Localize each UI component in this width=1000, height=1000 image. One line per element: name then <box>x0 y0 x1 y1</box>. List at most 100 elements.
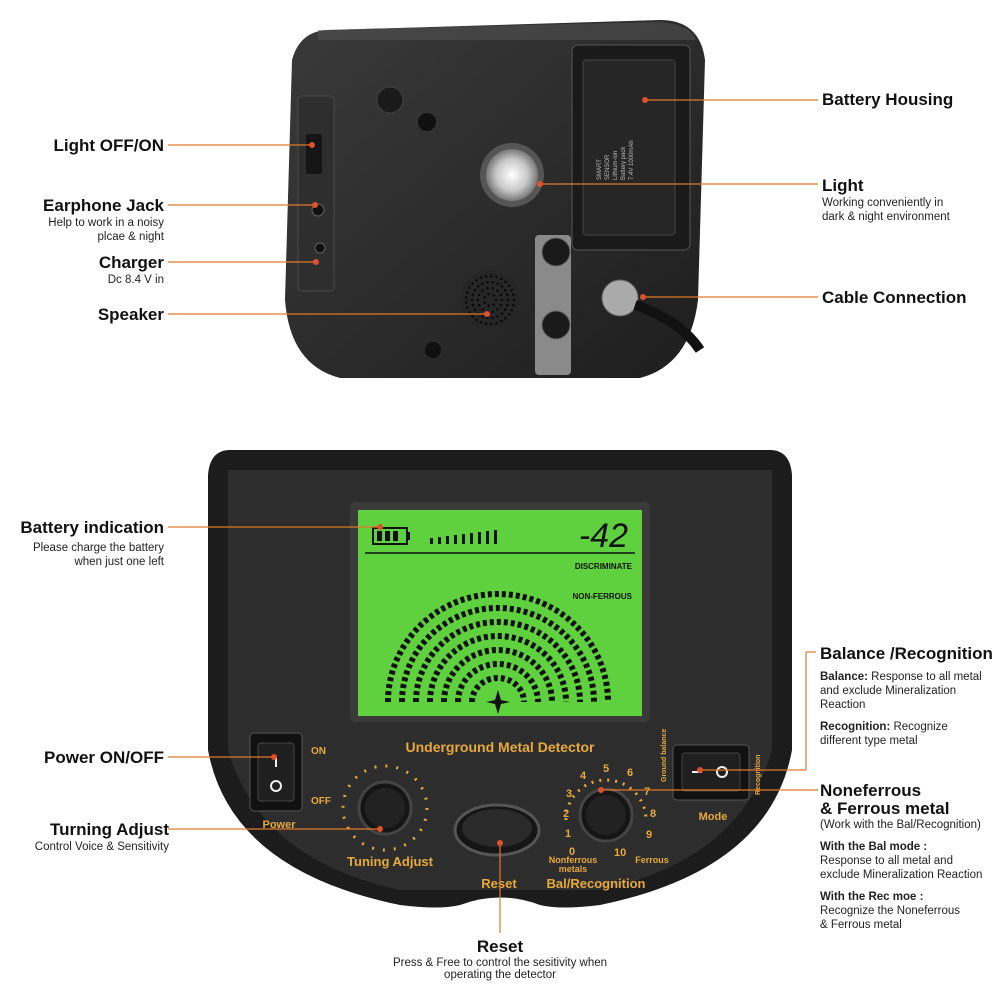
dial-number: 7 <box>644 786 650 798</box>
reset-desc-2: operating the detector <box>444 969 556 981</box>
speaker-hole <box>476 285 480 288</box>
speaker-hole <box>465 291 469 294</box>
power-on-label: ON <box>311 746 326 757</box>
battery-level-icon <box>372 527 410 545</box>
speaker-hole <box>479 276 483 280</box>
speaker-hole <box>484 275 488 278</box>
speaker-hole <box>468 311 471 314</box>
speaker-hole <box>484 322 488 325</box>
speaker-hole <box>471 315 474 318</box>
tuning-knob[interactable] <box>341 764 429 852</box>
battery-pack-line: SMART <box>597 159 603 180</box>
label-reset: Reset Press & Free to control the sesiti… <box>300 937 700 981</box>
speaker-hole <box>481 308 484 311</box>
earphone-jack-title: Earphone Jack <box>43 196 164 215</box>
label-balance-recognition: Balance /Recognition Balance: Response t… <box>820 644 998 748</box>
battery-indication-desc-2: when just one left <box>74 556 164 568</box>
speaker-hole <box>499 319 503 323</box>
turning-adjust-title: Turning Adjust <box>50 820 169 839</box>
recognition-text-2: different type metal <box>820 735 918 747</box>
earphone-jack-desc-1: Help to work in a noisy <box>48 217 164 229</box>
speaker-hole <box>468 286 471 289</box>
speaker-hole <box>473 288 477 292</box>
speaker-hole <box>500 298 504 302</box>
dial-numbers: 0 1 2 3 4 5 6 7 8 9 10 <box>563 763 656 859</box>
lcd-value: -42 <box>579 517 628 555</box>
speaker-hole <box>471 293 475 297</box>
speaker-hole <box>494 298 498 302</box>
speaker-hole <box>504 316 507 320</box>
cable-connector[interactable] <box>601 279 639 317</box>
speaker-hole <box>471 303 475 307</box>
speaker-hole <box>489 274 493 278</box>
dial-number: 0 <box>569 846 575 858</box>
speaker-hole <box>507 284 511 287</box>
battery-pack-line: 7.4V 1000mAh <box>629 140 635 180</box>
recognition-arc-display <box>385 591 611 703</box>
balance-text-2: and exclude Mineralization <box>820 685 957 697</box>
label-light-off-on: Light OFF/ON <box>53 136 164 155</box>
dial-number: 4 <box>580 770 587 782</box>
speaker-hole <box>491 287 494 290</box>
leader-dots <box>271 97 703 846</box>
label-speaker: Speaker <box>97 305 164 324</box>
ground-balance-label: Ground balance <box>661 729 668 782</box>
light-switch[interactable] <box>306 134 322 174</box>
speaker-hole <box>499 277 503 281</box>
charger-port[interactable] <box>314 242 326 254</box>
speaker-hole <box>470 298 474 302</box>
speaker-hole <box>475 318 478 322</box>
battery-indication-title: Battery indication <box>20 518 164 537</box>
rec-mode-bold: With the Rec moe : <box>820 891 924 903</box>
reset-title: Reset <box>476 937 524 956</box>
ferrous-label: Ferrous <box>635 855 669 865</box>
speaker-hole <box>465 306 469 309</box>
nonferrous-metals-line1: Nonferrous <box>549 855 598 865</box>
speaker-hole <box>510 288 514 292</box>
battery-pack-label: SMART SENSOR Lithium-ion Battery pack 7.… <box>596 110 636 180</box>
speaker-hole <box>481 315 484 318</box>
label-light: Light Working conveniently in dark & nig… <box>822 176 950 224</box>
speaker-hole <box>500 312 504 315</box>
speaker-hole <box>495 321 498 325</box>
light-desc-1: Working conveniently in <box>822 197 944 209</box>
speaker-hole <box>491 310 494 313</box>
speaker-hole <box>477 293 481 297</box>
bal-recognition-knob[interactable] <box>564 778 648 843</box>
bal-mode-text-2: exclude Mineralization Reaction <box>820 869 983 881</box>
speaker-hole <box>499 293 503 297</box>
bal-mode-bold: With the Bal mode : <box>820 841 928 853</box>
speaker-hole <box>496 315 499 318</box>
dial-number: 6 <box>627 767 633 779</box>
label-earphone-jack: Earphone Jack Help to work in a noisy pl… <box>43 196 164 244</box>
charger-title: Charger <box>98 253 164 272</box>
bal-mode-text-1: Response to all metal and <box>820 855 953 867</box>
speaker-hole <box>491 280 494 284</box>
label-noneferrous: Noneferrous & Ferrous metal (Work with t… <box>820 782 998 932</box>
speaker-hole <box>477 303 481 307</box>
speaker-hole <box>512 303 515 307</box>
balance-bold: Balance: <box>820 671 868 683</box>
light-title: Light <box>822 176 864 195</box>
noneferrous-title-2: & Ferrous metal <box>820 799 950 818</box>
speaker-hole <box>496 308 499 311</box>
speaker-hole <box>487 304 490 308</box>
leader-lines <box>168 99 818 933</box>
dial-number: 3 <box>566 788 572 800</box>
speaker-hole <box>483 301 486 304</box>
speaker-hole <box>503 288 507 292</box>
label-charger: Charger Dc 8.4 V in <box>99 253 164 287</box>
speaker-hole <box>496 289 499 292</box>
label-power-on-off: Power ON/OFF <box>44 748 164 767</box>
speaker-hole <box>499 303 503 307</box>
recognition-text-1: Recognize <box>893 721 948 733</box>
battery-pack-line: Battery pack <box>621 146 627 180</box>
speaker-hole <box>496 282 499 285</box>
speaker-hole <box>486 280 489 284</box>
speaker-hole <box>510 308 514 312</box>
recognition-bold: Recognition: <box>820 721 891 733</box>
signal-bars <box>430 530 497 544</box>
speaker-hole <box>486 287 489 290</box>
noneferrous-title-1: Noneferrous <box>820 781 922 800</box>
